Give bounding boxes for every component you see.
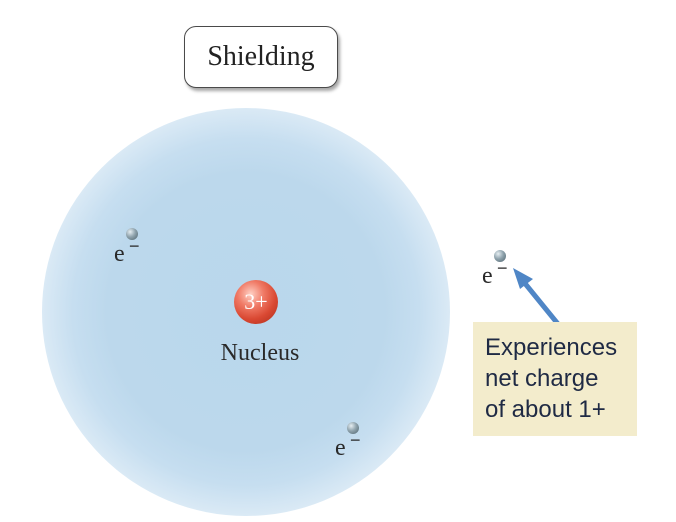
electron-symbol: e — [114, 241, 125, 267]
electron-dot — [494, 250, 506, 262]
callout-line: net charge — [485, 365, 599, 392]
outer-electron: e − — [482, 250, 518, 296]
arrow-shaft — [520, 278, 561, 327]
diagram-title: Shielding — [184, 26, 338, 88]
electron-dot — [347, 422, 359, 434]
nucleus: 3+ — [234, 280, 278, 324]
electron-dot — [126, 228, 138, 240]
electron-charge: − — [497, 258, 508, 278]
net-charge-callout: Experiences net charge of about 1+ — [473, 322, 637, 436]
nucleus-label: Nucleus — [220, 340, 300, 366]
electron-symbol: e — [335, 435, 346, 461]
callout-line: Experiences — [485, 334, 618, 361]
inner-electron-bottom: e − — [335, 422, 371, 468]
callout-line: of about 1+ — [485, 396, 606, 423]
electron-charge: − — [129, 236, 140, 256]
electron-charge: − — [350, 430, 361, 450]
electron-symbol: e — [482, 263, 493, 289]
inner-electron-left: e − — [114, 228, 150, 274]
